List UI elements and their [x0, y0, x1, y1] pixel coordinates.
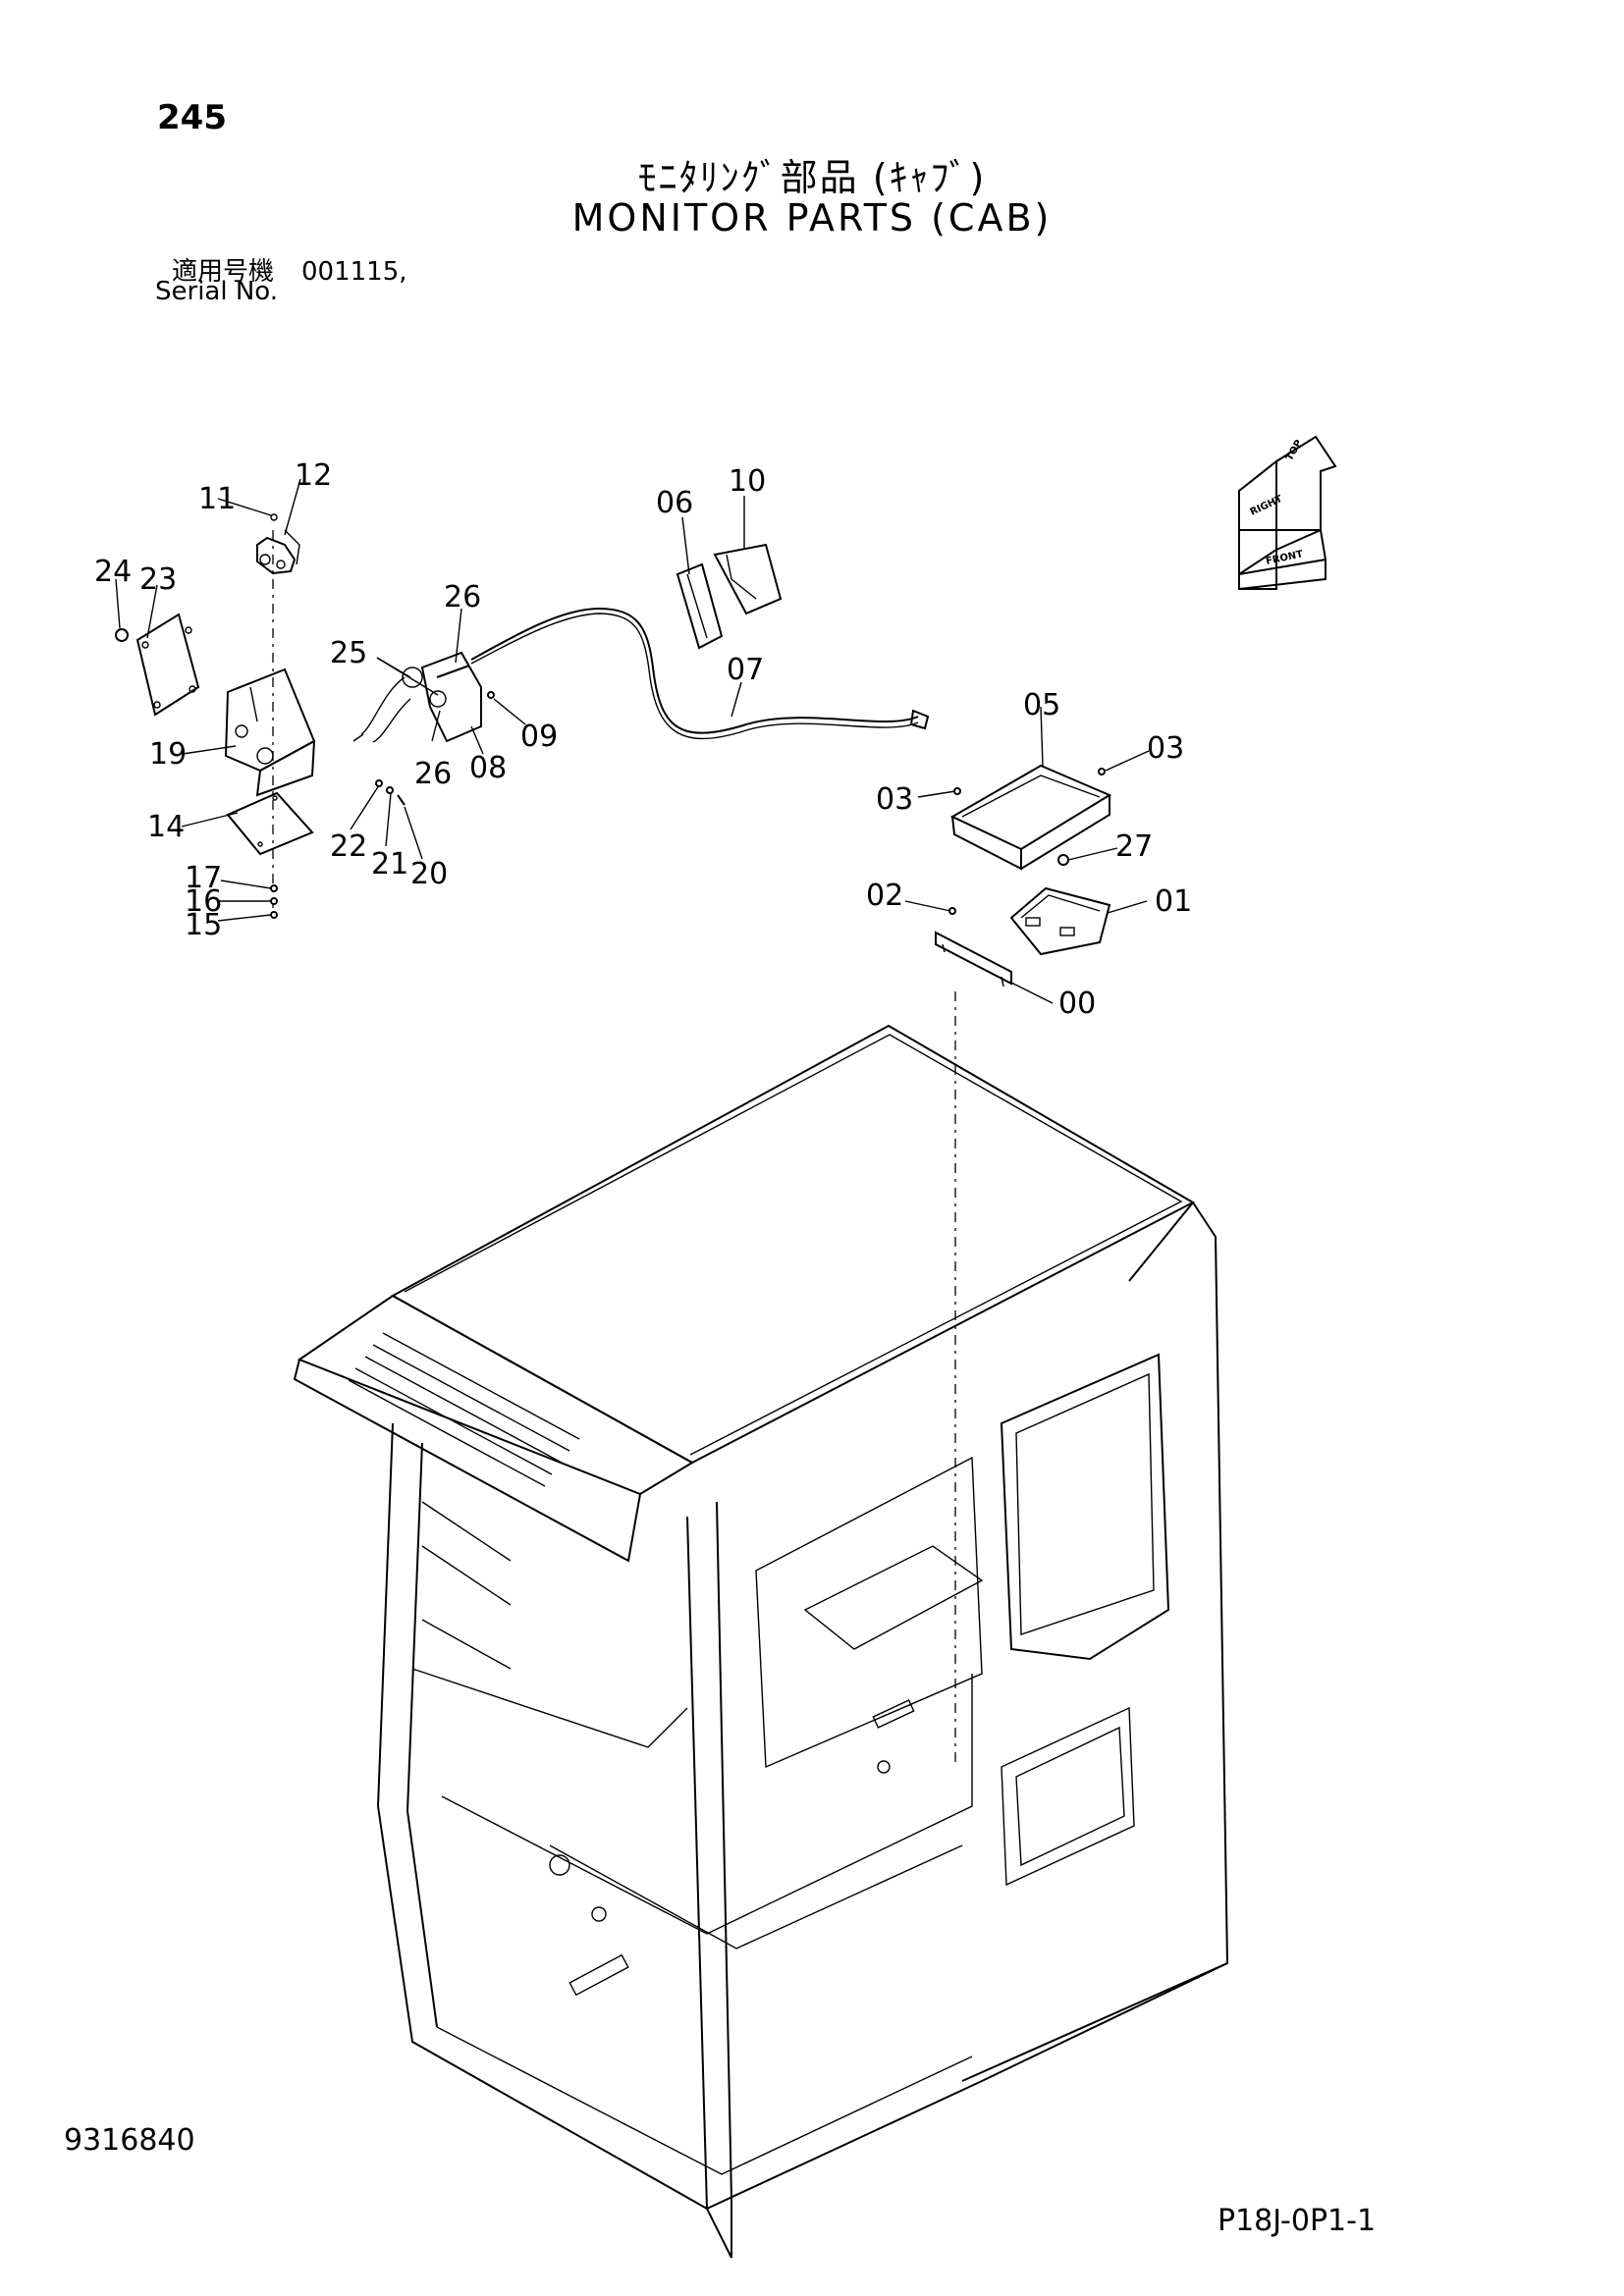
callout-26-top: 26	[444, 580, 481, 614]
part-15-nut	[270, 911, 278, 919]
callout-05: 05	[1023, 688, 1060, 722]
callout-14: 14	[147, 810, 185, 844]
title-english: MONITOR PARTS (CAB)	[571, 196, 1053, 240]
callout-19: 19	[149, 737, 187, 772]
callout-00: 00	[1058, 987, 1096, 1021]
callout-03-left: 03	[876, 782, 913, 817]
part-09-screw	[487, 691, 495, 699]
callout-labels: 11 12 24 23 06 10 26 25 07 19 26 08 09 0…	[94, 458, 1192, 1021]
callout-11: 11	[198, 482, 236, 516]
callout-01: 01	[1155, 884, 1192, 919]
part-12-bracket	[256, 529, 300, 575]
direction-label-right: RIGHT	[1249, 494, 1284, 518]
part-08-switch-assembly	[352, 651, 482, 743]
callout-27: 27	[1115, 829, 1153, 864]
callout-25: 25	[330, 636, 367, 670]
part-07-harness	[470, 607, 919, 734]
direction-label-top: TOP	[1284, 438, 1305, 462]
callout-08: 08	[469, 751, 507, 785]
sheet-reference: P18J-0P1-1	[1218, 2204, 1377, 2238]
callout-03-right: 03	[1147, 731, 1184, 766]
serial-label-jp: 適用号機	[172, 257, 275, 287]
callout-06: 06	[656, 486, 693, 520]
part-06-module	[676, 562, 724, 650]
part-07-connector	[909, 709, 930, 730]
page-number: 245	[157, 98, 227, 137]
callout-21: 21	[371, 847, 408, 881]
part-24-nut	[115, 628, 129, 642]
part-00-rail	[935, 931, 1012, 988]
callout-20: 20	[410, 857, 448, 891]
callout-09: 09	[520, 720, 558, 754]
part-21-washer	[386, 786, 394, 794]
part-27-nut	[1057, 854, 1069, 866]
callout-26-bottom: 26	[414, 757, 452, 791]
part-05-monitor	[949, 764, 1112, 871]
callout-23: 23	[139, 562, 177, 597]
part-17-bolt	[270, 884, 278, 892]
callout-24: 24	[94, 555, 132, 589]
callout-22: 22	[330, 829, 367, 864]
callout-16: 16	[185, 884, 222, 919]
serial-label-en: Serial No.	[155, 277, 278, 306]
cab-frame	[293, 1024, 1229, 2259]
callout-12: 12	[295, 458, 332, 493]
title-japanese: ﾓﾆﾀﾘﾝｸﾞ部品 (ｷｬﾌﾞ)	[637, 156, 987, 199]
part-14-plate	[226, 791, 314, 856]
part-10-cover	[713, 543, 783, 615]
part-11-screw	[270, 513, 278, 521]
callout-07: 07	[727, 653, 764, 687]
leader-lines	[115, 478, 1150, 1004]
part-20-screw	[397, 794, 406, 806]
part-03-screw-right	[1098, 768, 1106, 775]
callout-02: 02	[866, 879, 903, 913]
serial-row: 適用号機 001115,	[172, 251, 407, 288]
callout-17: 17	[185, 861, 222, 895]
part-01-bracket	[1009, 886, 1111, 956]
part-23-plate	[135, 613, 200, 717]
callout-15: 15	[185, 908, 222, 942]
serial-value: 001115,	[301, 257, 407, 287]
direction-indicator: TOP RIGHT FRONT	[1238, 435, 1337, 590]
callout-10: 10	[729, 464, 766, 499]
document-number: 9316840	[64, 2123, 195, 2158]
part-16-washer	[270, 897, 278, 905]
part-19-bracket	[224, 667, 316, 797]
